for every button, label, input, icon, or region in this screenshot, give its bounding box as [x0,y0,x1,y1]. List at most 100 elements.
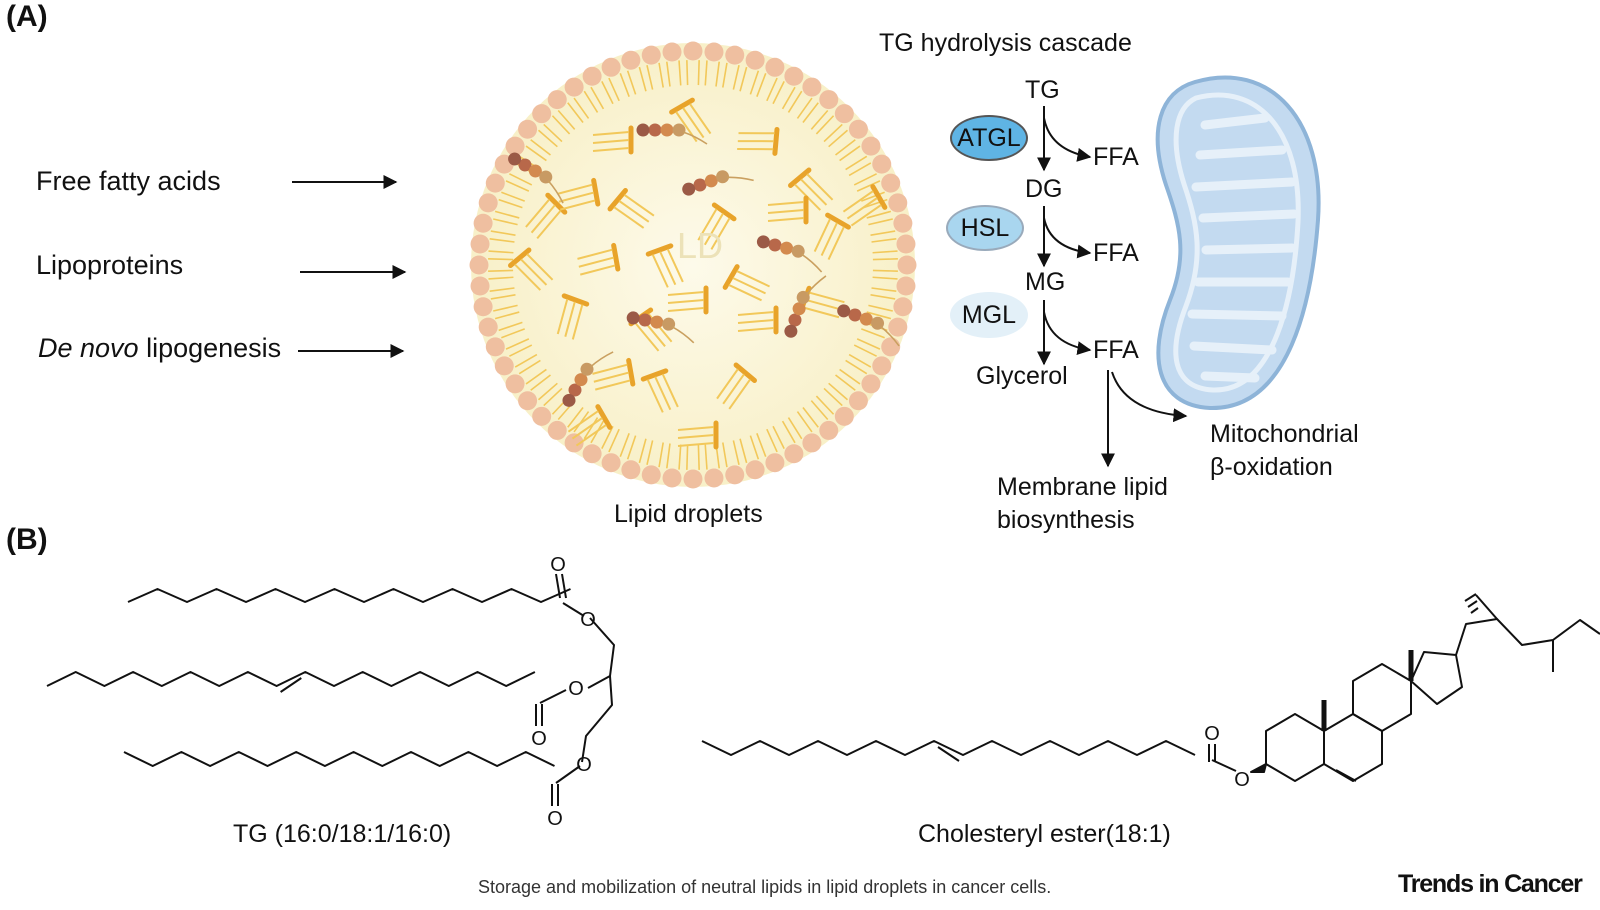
phospholipid-tail [856,338,881,350]
phospholipid-head [683,41,703,61]
phospholipid-tail [704,444,708,470]
phospholipid-tail [493,218,518,226]
phospholipid-head [470,234,490,254]
phospholipid-tail [853,344,877,357]
phospholipid-tail [658,62,664,88]
tg-structure [46,573,615,806]
phospholipid-tail [608,77,620,102]
phospholipid-head [872,154,892,174]
phospholipid-tail [722,62,728,88]
phospholipid-head [641,465,661,485]
phospholipid-tail [505,338,530,350]
cholesteryl-ester-molecule [508,152,564,204]
phospholipid-tail [802,407,819,428]
mitochondrion [1155,75,1321,411]
figure-caption: Storage and mobilization of neutral lipi… [478,877,1052,897]
phospholipid-tail [537,129,558,148]
phospholipid-tail [870,230,896,236]
phospholipid-head [896,276,916,296]
phospholipid-head [861,136,881,156]
phospholipid-tail [715,61,720,87]
phospholipid-tail [823,123,843,143]
tg-ester1-carbonyl-o: O [550,554,566,576]
de-novo-italic: De novo [38,333,139,363]
phospholipid-head [893,213,913,233]
source-de-novo-lipogenesis: De novo lipogenesis [38,333,281,364]
triglyceride-molecule [669,97,712,143]
phospholipid-head [470,276,490,296]
phospholipid-tail [872,250,898,254]
source-lipoproteins: Lipoproteins [36,250,184,280]
ffa-label-1: FFA [1093,143,1139,171]
phospholipid-tail [488,269,514,272]
phospholipid-head [473,213,493,233]
tg-chain-sn3 [123,751,555,767]
phospholipid-head [478,193,498,213]
phospholipid-tail [551,115,571,135]
phospholipid-tail [525,145,547,162]
tg-oxygen-atoms: O O O O O O [531,554,596,830]
lipid-droplet [469,41,917,489]
phospholipid-tail [543,387,563,407]
phospholipid-head [896,234,916,254]
triglyceride-molecule [813,212,851,260]
triglyceride-molecule [737,305,779,335]
phospholipid-tail [658,442,664,468]
phospholipid-tail [489,287,515,292]
phospholipid-head [564,77,584,97]
phospholipid-tail [501,191,525,202]
phospholipid-head [888,193,908,213]
ffa-branch-1 [1043,117,1092,162]
phospholipid-head [819,90,839,110]
source-free-fatty-acids: Free fatty acids [36,166,221,196]
phospholipid-tail [766,428,778,453]
phospholipid-tail [868,218,893,226]
phospholipid-tail [567,407,584,428]
phospholipid-tail [823,387,843,407]
phospholipid-tail [828,129,849,148]
cholesteryl-ester-molecule [837,304,900,347]
phospholipid-tail [697,60,700,86]
phospholipid-tail [848,162,872,177]
phospholipid-tail [871,238,897,243]
triglyceride-molecule [567,404,613,447]
triglyceride-molecule [677,420,719,450]
step-tg: TG [1025,76,1060,104]
phospholipid-head [601,57,621,77]
tg-ester3-ether-o: O [576,754,592,776]
phospholipid-tail [828,382,849,401]
ffa-branch-2 [1043,217,1092,259]
phospholipid-head [784,66,804,86]
phospholipid-tail [686,444,689,470]
phospholipid-tail [505,180,530,192]
phospholipid-tail [772,81,785,105]
phospholipid-tail [678,444,682,470]
cholesteryl-ester-molecule [784,275,827,338]
phospholipid-head [802,77,822,97]
phospholipid-tail [772,425,785,449]
fate-membrane-line1: Membrane lipid [997,473,1168,501]
phospholipid-tail [678,60,682,86]
phospholipid-tail [638,438,647,464]
triglyceride-molecule [697,202,737,250]
phospholipid-tail [839,145,861,162]
phospholipid-tail [525,368,547,385]
droplet-caption: Lipid droplets [614,500,763,528]
phospholipid-head [802,433,822,453]
triglyceride-molecule [640,368,679,413]
phospholipid-tail [518,359,541,375]
phospholipid-tail [870,294,896,300]
phospholipid-tail [787,417,803,440]
triglyceride-molecule [592,357,636,391]
phospholipid-head [745,50,765,70]
tg-ester2-carbonyl-o: O [531,728,547,750]
phospholipid-head [683,469,703,489]
phospholipid-tail [704,60,708,86]
phospholipid-tail [666,61,671,87]
ce-carbonyl-o: O [1204,723,1220,745]
phospholipid-tail [739,438,748,464]
phospholipid-tail [489,238,515,243]
phospholipid-tail [839,368,861,385]
phospholipid-tail [810,400,829,421]
